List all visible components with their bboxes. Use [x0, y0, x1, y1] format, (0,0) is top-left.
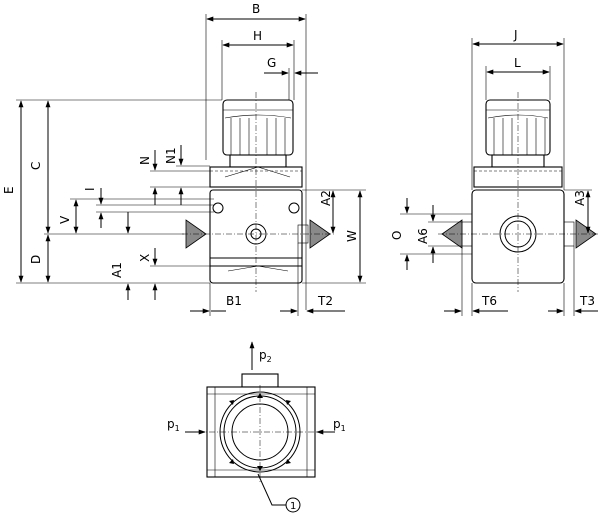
side-view: J L O A6 A3 T6 T3: [390, 28, 598, 316]
inlet-port-right-label: p1: [333, 417, 346, 433]
dim-label-c: C: [29, 162, 43, 170]
dim-label-i: I: [83, 187, 97, 191]
dim-label-t3: T3: [579, 294, 595, 308]
regulator-body: [209, 189, 309, 284]
dim-label-g: G: [267, 56, 276, 70]
front-view: B H G E C D N N1 I: [2, 2, 366, 316]
dim-label-b: B: [252, 2, 260, 16]
dim-label-w: W: [345, 230, 359, 242]
dim-label-a3: A3: [573, 190, 587, 206]
bottom-view: p2 p1 p1 1: [167, 341, 346, 513]
outlet-port-label: p2: [259, 348, 272, 364]
dim-label-e: E: [2, 186, 16, 194]
inlet-port-left-label: p1: [167, 417, 180, 433]
dim-label-j: J: [513, 28, 518, 42]
dim-label-a2: A2: [319, 190, 333, 206]
dim-label-b1: B1: [226, 294, 242, 308]
dim-label-t6: T6: [481, 294, 497, 308]
dim-label-d: D: [29, 255, 43, 264]
dim-label-x: X: [138, 254, 152, 262]
dim-label-v: V: [58, 215, 72, 224]
dim-label-h: H: [253, 29, 262, 43]
dim-label-n1: N1: [164, 147, 178, 164]
dim-label-l: L: [514, 56, 521, 70]
dim-label-t2: T2: [317, 294, 333, 308]
callout-number: 1: [290, 501, 296, 512]
dim-label-o: O: [390, 231, 404, 240]
adjusting-knob: [222, 99, 294, 156]
dim-label-a6: A6: [416, 228, 430, 244]
dim-label-a1: A1: [110, 262, 124, 278]
dim-label-n: N: [138, 156, 152, 165]
